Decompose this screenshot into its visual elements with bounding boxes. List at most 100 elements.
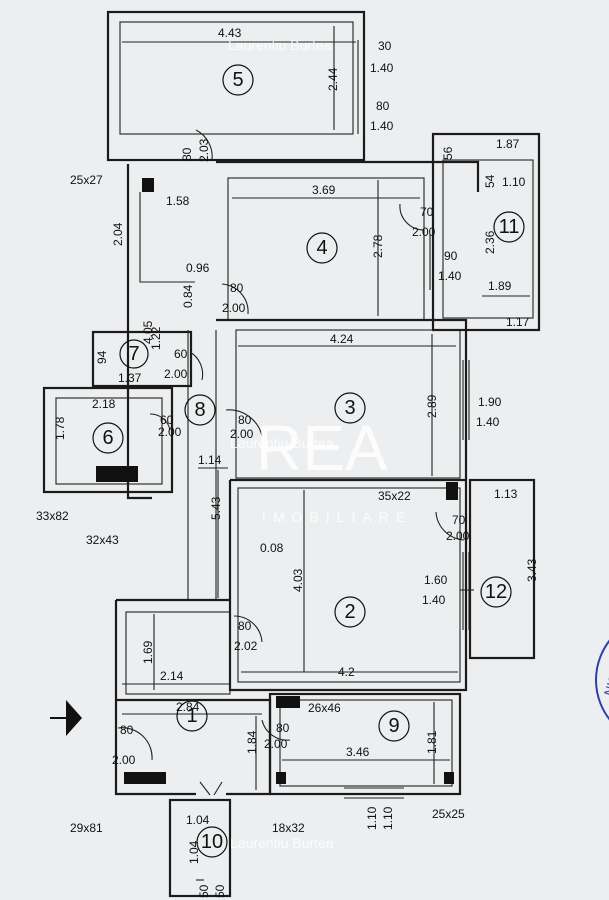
dim-label: 26x46 [308,701,341,715]
dim-label: 25x25 [432,807,465,821]
room-number-3: 3 [344,397,355,419]
dim-label: 1.89 [488,279,512,293]
dim-label: 2.00 [112,753,136,767]
dim-label: 2.00 [164,367,188,381]
dim-label: 1.40 [370,119,394,133]
dim-label: 2.03 [197,138,211,162]
dim-label: 1.22 [149,326,163,350]
dim-label: 2.00 [230,427,254,441]
dim-label: 4.2 [338,665,355,679]
door-swings [117,129,465,796]
dim-label: 60 [160,413,174,427]
dim-label: 80 [238,619,252,633]
dim-label: 80 [276,721,290,735]
room-numbers: 5 4 11 3 7 6 8 2 12 1 9 10 [102,69,519,853]
dim-label: 80 [180,147,194,161]
dim-label: 2.00 [264,737,288,751]
dim-label: 70 [420,205,434,219]
watermark-author-bottom: Laurentiu Burtea [230,835,334,851]
dim-label: 80 [238,413,252,427]
dim-label: 80 [120,723,134,737]
watermark-author-middle: Laurentiu Burtea [230,435,334,451]
stamp-text: NISTER [601,648,609,698]
dim-label: 70 [452,513,466,527]
dim-label: 2.00 [222,301,246,315]
dim-label: 35x22 [378,489,411,503]
room-number-8: 8 [194,399,205,421]
dim-label: 1.78 [53,416,67,440]
dim-label: 0.84 [181,284,195,308]
dim-label: 1.04 [186,813,210,827]
dim-label: 2.44 [326,67,340,91]
room-number-5: 5 [232,69,243,91]
dim-label: 3.46 [346,745,370,759]
dim-label: 2.84 [176,700,200,714]
dim-label: 30 [378,39,392,53]
watermark-brand: REA [256,412,388,484]
room-number-10: 10 [201,831,223,853]
dim-label: 29x81 [70,821,103,835]
room-circles [92,64,525,858]
room-number-2: 2 [344,601,355,623]
entrance-arrow-icon [50,700,82,736]
dimension-labels: 4.43 30 1.40 2.44 80 1.40 80 2.03 25x27 … [36,26,539,898]
dim-label: 18x32 [272,821,305,835]
dim-label: 54 [483,174,497,188]
dim-label: 2.00 [412,225,436,239]
pillars [96,178,458,784]
room-number-9: 9 [388,715,399,737]
dim-label: 2.36 [483,230,497,254]
dim-label: 1.40 [422,593,446,607]
dim-label: 1.81 [425,730,439,754]
dim-label: 50 [197,884,211,898]
dim-label: 2.00 [158,425,182,439]
stamp: NISTER [595,639,609,721]
dim-label: 80 [376,99,390,113]
dim-label: 32x43 [86,533,119,547]
dim-label: 4.03 [291,568,305,592]
dim-label: 94 [95,350,109,364]
dim-label: 1.40 [476,415,500,429]
dim-label: 4.43 [218,26,242,40]
dim-label: 3.69 [312,183,336,197]
watermark-author-top: Laurentiu Burtea [228,37,332,53]
watermarks: Laurentiu Burtea Laurentiu Burtea Lauren… [228,37,412,851]
dim-label: 3.43 [525,558,539,582]
dim-label: 1.10 [502,175,526,189]
dim-label: 1.90 [478,395,502,409]
dim-label: 50 [213,884,227,898]
dim-label: 60 [174,347,188,361]
dim-label: 1.10 [381,806,395,830]
dim-label: 0.96 [186,261,210,275]
room-number-1: 1 [186,705,197,727]
dim-label: 2.78 [371,234,385,258]
dim-label: 4.05 [141,320,155,344]
dim-label: 1.84 [245,730,259,754]
dim-label: 2.14 [160,669,184,683]
dim-label: 1.60 [424,573,448,587]
dim-label: 1.10 [365,806,379,830]
dim-label: 1.04 [187,840,201,864]
dim-label: 1.40 [370,61,394,75]
dim-label: 1.87 [496,137,520,151]
dim-label: 1.13 [494,487,518,501]
dim-label: 2.02 [234,639,258,653]
dim-label: 5.43 [209,496,223,520]
dim-label: 1.69 [141,640,155,664]
room-number-6: 6 [102,427,113,449]
room-number-11: 11 [499,216,520,238]
dim-label: 2.04 [111,222,125,246]
dim-label: 1.14 [198,453,222,467]
dim-label: 1.17 [506,315,530,329]
dim-label: 1.58 [166,194,190,208]
dim-label: 1.37 [118,371,142,385]
dim-label: 0.08 [260,541,284,555]
room-number-4: 4 [316,237,327,259]
dim-label: 25x27 [70,173,103,187]
watermark-brand-sub: IMOBILIARE [262,509,412,525]
walls [42,10,541,898]
dim-label: 1.40 [438,269,462,283]
dim-label: 33x82 [36,509,69,523]
dim-label: 90 [444,249,458,263]
